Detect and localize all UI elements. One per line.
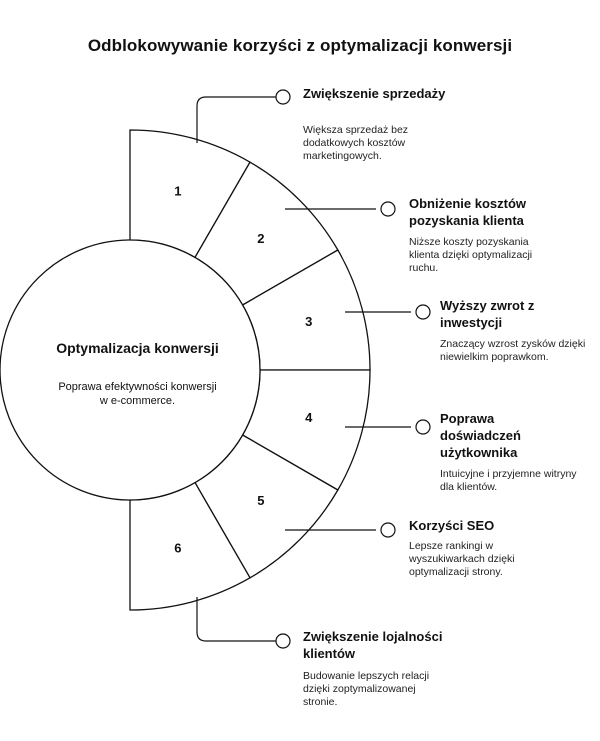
- segments-layer: 1 2 3 4 5 6: [129, 129, 371, 611]
- center-circle: [0, 239, 261, 501]
- connector-node-4: [415, 419, 431, 435]
- benefit-4-title: Poprawa doświadczeń użytkownika: [440, 411, 521, 460]
- benefit-3-description: Znaczący wzrost zysków dzięki niewielkim…: [440, 338, 586, 363]
- benefit-2-title: Obniżenie kosztów pozyskania klienta: [409, 196, 527, 228]
- connector-node-6: [275, 633, 291, 649]
- connectors-layer: [196, 89, 431, 649]
- benefit-1-title: Zwiększenie sprzedaży: [303, 86, 446, 101]
- segment-number-2: 2: [257, 231, 264, 246]
- connector-node-5: [380, 522, 396, 538]
- connector-node-1: [275, 89, 291, 105]
- benefit-5-description: Lepsze rankingi w wyszukiwarkach dzięki …: [409, 540, 515, 578]
- benefit-4-description: Intuicyjne i przyjemne witryny dla klien…: [440, 468, 577, 493]
- segment-number-6: 6: [174, 541, 181, 556]
- segment-number-3: 3: [305, 314, 312, 329]
- segment-number-5: 5: [257, 493, 264, 508]
- center-description: Poprawa efektywności konwersji w e-comme…: [58, 381, 217, 407]
- connector-line-6: [196, 597, 276, 642]
- segment-number-4: 4: [305, 410, 313, 425]
- center-title: Optymalizacja konwersji: [56, 340, 219, 356]
- benefit-2-description: Niższe koszty pozyskania klienta dzięki …: [409, 236, 533, 274]
- segment-number-1: 1: [174, 183, 181, 198]
- connector-line-1: [196, 96, 276, 143]
- benefit-5-title: Korzyści SEO: [409, 518, 495, 533]
- connector-node-3: [415, 304, 431, 320]
- benefit-3-title: Wyższy zwrot z inwestycji: [440, 298, 535, 330]
- benefit-6-title: Zwiększenie lojalności klientów: [303, 629, 443, 661]
- benefit-6-description: Budowanie lepszych relacji dzięki zoptym…: [303, 670, 430, 708]
- connector-node-2: [380, 201, 396, 217]
- page-title: Odblokowywanie korzyści z optymalizacji …: [87, 36, 513, 55]
- benefit-1-description: Większa sprzedaż bez dodatkowych kosztów…: [303, 124, 409, 162]
